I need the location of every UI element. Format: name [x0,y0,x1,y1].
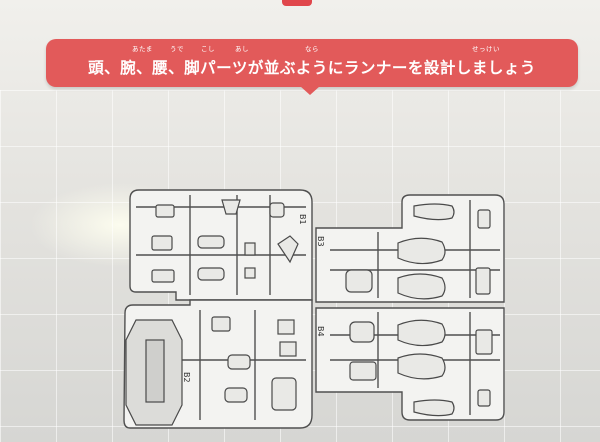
part-skirt[interactable] [271,377,297,411]
part-forearm[interactable] [197,267,225,281]
furigana-head: あたま [132,45,153,53]
instruction-text: 頭、腕、腰、脚パーツが並ぶようにランナーを設計しましょう [88,59,536,77]
runner-label-b2: B2 [182,372,191,383]
part-arm-piece[interactable] [151,235,173,251]
part-thruster[interactable] [413,399,455,417]
part-arm-piece[interactable] [151,269,175,283]
furigana-arm: うで [170,45,184,53]
top-accent-tab [282,0,312,6]
furigana-line-up: なら [305,45,319,53]
part-thruster[interactable] [413,203,455,221]
part-small-piece[interactable] [477,209,491,229]
part-torso-piece[interactable] [221,199,241,215]
part-leg-lower[interactable] [397,319,446,347]
part-small-piece[interactable] [279,341,297,357]
part-small-joint[interactable] [244,242,256,256]
part-shin-piece[interactable] [475,329,493,355]
furigana-design: せっけい [472,45,500,53]
part-small-piece[interactable] [211,316,231,332]
furigana-waist: こし [201,45,215,53]
part-waist-piece[interactable] [224,387,248,403]
banner-pointer [300,86,320,95]
runner-label-b3: B3 [316,236,325,247]
part-small-joint[interactable] [269,202,285,218]
part-foot[interactable] [349,361,377,381]
runner-label-b1: B1 [298,214,307,225]
part-leg-upper[interactable] [397,237,446,265]
part-small-joint[interactable] [244,267,256,279]
part-armor-inner [145,339,165,403]
part-forearm[interactable] [197,235,225,249]
part-small-piece[interactable] [277,319,295,335]
furigana-leg: あし [235,45,249,53]
part-leg-upper[interactable] [397,273,446,300]
part-waist-piece[interactable] [227,354,251,370]
runner-label-b4: B4 [316,326,325,337]
part-knee[interactable] [349,321,375,343]
part-head-piece[interactable] [155,204,175,218]
part-shin-piece[interactable] [475,267,491,295]
instruction-banner: あたま うで こし あし なら せっけい 頭、腕、腰、脚パーツが並ぶようにランナ… [46,39,578,87]
part-knee[interactable] [345,269,373,293]
part-leg-lower[interactable] [397,353,446,380]
part-small-piece[interactable] [477,389,491,407]
part-v-fin[interactable] [277,235,299,264]
